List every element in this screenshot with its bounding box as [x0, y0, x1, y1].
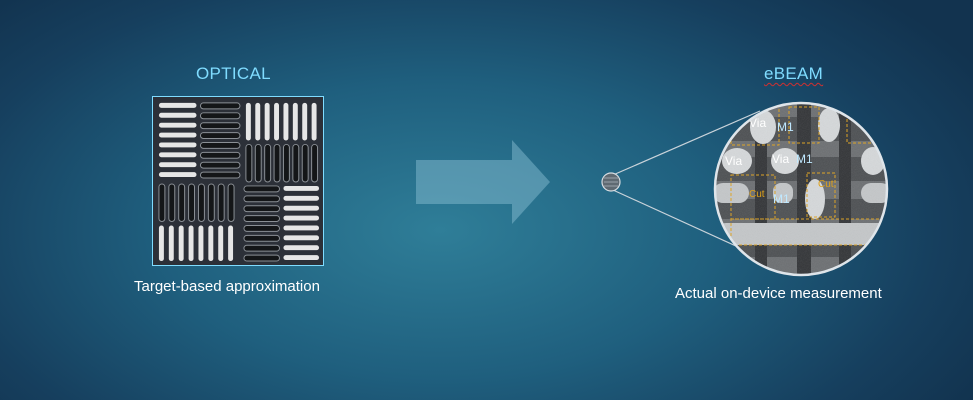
optical-target [152, 96, 324, 266]
grating-line-bright [158, 225, 164, 262]
grating-line-bright [198, 225, 204, 262]
optical-caption: Target-based approximation [134, 278, 320, 295]
grating-line-dark [282, 143, 290, 183]
grating-line-bright [292, 102, 298, 141]
grating-line-dark [243, 234, 280, 242]
label-via-3: Via [772, 152, 789, 166]
grating-line-dark [199, 141, 241, 149]
ebeam-title: eBEAM [764, 64, 824, 83]
grating-line-dark [273, 143, 281, 183]
grating-line-dark [245, 143, 253, 183]
ebeam-caption: Actual on-device measurement [675, 285, 882, 302]
grating-line-bright [255, 102, 261, 141]
grating-line-bright [188, 225, 194, 262]
grating-line-bright [158, 172, 197, 178]
grating-line-dark [292, 143, 300, 183]
grating-line-bright [302, 102, 308, 141]
grating-line-dark [264, 143, 272, 183]
grating-line-dark [217, 183, 225, 223]
grating-line-dark [197, 183, 205, 223]
grating-line-dark [199, 171, 241, 179]
grating-line-dark [243, 254, 280, 262]
grating-line-dark [243, 215, 280, 223]
flow-arrow [416, 140, 550, 224]
grating-line-bright [158, 152, 197, 158]
grating-line-bright [283, 205, 320, 211]
grating-line-bright [283, 215, 320, 221]
grating-line-bright [158, 122, 197, 128]
grating-line-bright [274, 102, 280, 141]
grating-line-dark [243, 185, 280, 193]
grating-line-bright [283, 225, 320, 231]
grating-line-dark [158, 183, 166, 223]
grating-line-dark [199, 122, 241, 130]
grating-line-dark [301, 143, 309, 183]
grating-line-dark [243, 244, 280, 252]
label-via-1: Via [749, 116, 766, 130]
grating-line-bright [178, 225, 184, 262]
grating-line-bright [283, 255, 320, 261]
grating-line-dark [199, 161, 241, 169]
grating-line-dark [178, 183, 186, 223]
label-m1-3: M1 [773, 192, 790, 206]
grating-line-bright [158, 102, 197, 108]
grating-line-bright [228, 225, 234, 262]
grating-line-dark [254, 143, 262, 183]
grating-line-bright [311, 102, 317, 141]
grating-line-bright [283, 245, 320, 251]
grating-line-bright [158, 132, 197, 138]
label-cut-2: Cut [818, 179, 834, 190]
label-via-2: Via [725, 154, 742, 168]
grating-line-dark [227, 183, 235, 223]
grating-line-dark [199, 151, 241, 159]
grating-line-bright [168, 225, 174, 262]
grating-line-bright [283, 235, 320, 241]
label-m1-1: M1 [777, 120, 794, 134]
grating-line-dark [243, 205, 280, 213]
grating-line-bright [158, 162, 197, 168]
label-cut-1: Cut [749, 189, 765, 200]
label-m1-2: M1 [796, 152, 813, 166]
grating-line-bright [245, 102, 251, 141]
grating-line-bright [158, 112, 197, 118]
grating-line-dark [199, 102, 241, 110]
optical-title: OPTICAL [196, 64, 271, 83]
grating-line-bright [158, 142, 197, 148]
grating-line-dark [188, 183, 196, 223]
grating-line-bright [283, 102, 289, 141]
grating-line-dark [199, 132, 241, 140]
grating-line-dark [311, 143, 319, 183]
grating-line-bright [264, 102, 270, 141]
grating-line-bright [283, 195, 320, 201]
grating-line-dark [168, 183, 176, 223]
grating-line-dark [243, 195, 280, 203]
callout-line-top [612, 110, 761, 176]
grating-line-bright [208, 225, 214, 262]
grating-line-bright [283, 185, 320, 191]
grating-line-bright [218, 225, 224, 262]
grating-line-dark [199, 112, 241, 120]
sem-image: Via M1 Via Via M1 Cut M1 Cut [713, 101, 889, 277]
grating-line-dark [243, 224, 280, 232]
grating-line-dark [207, 183, 215, 223]
